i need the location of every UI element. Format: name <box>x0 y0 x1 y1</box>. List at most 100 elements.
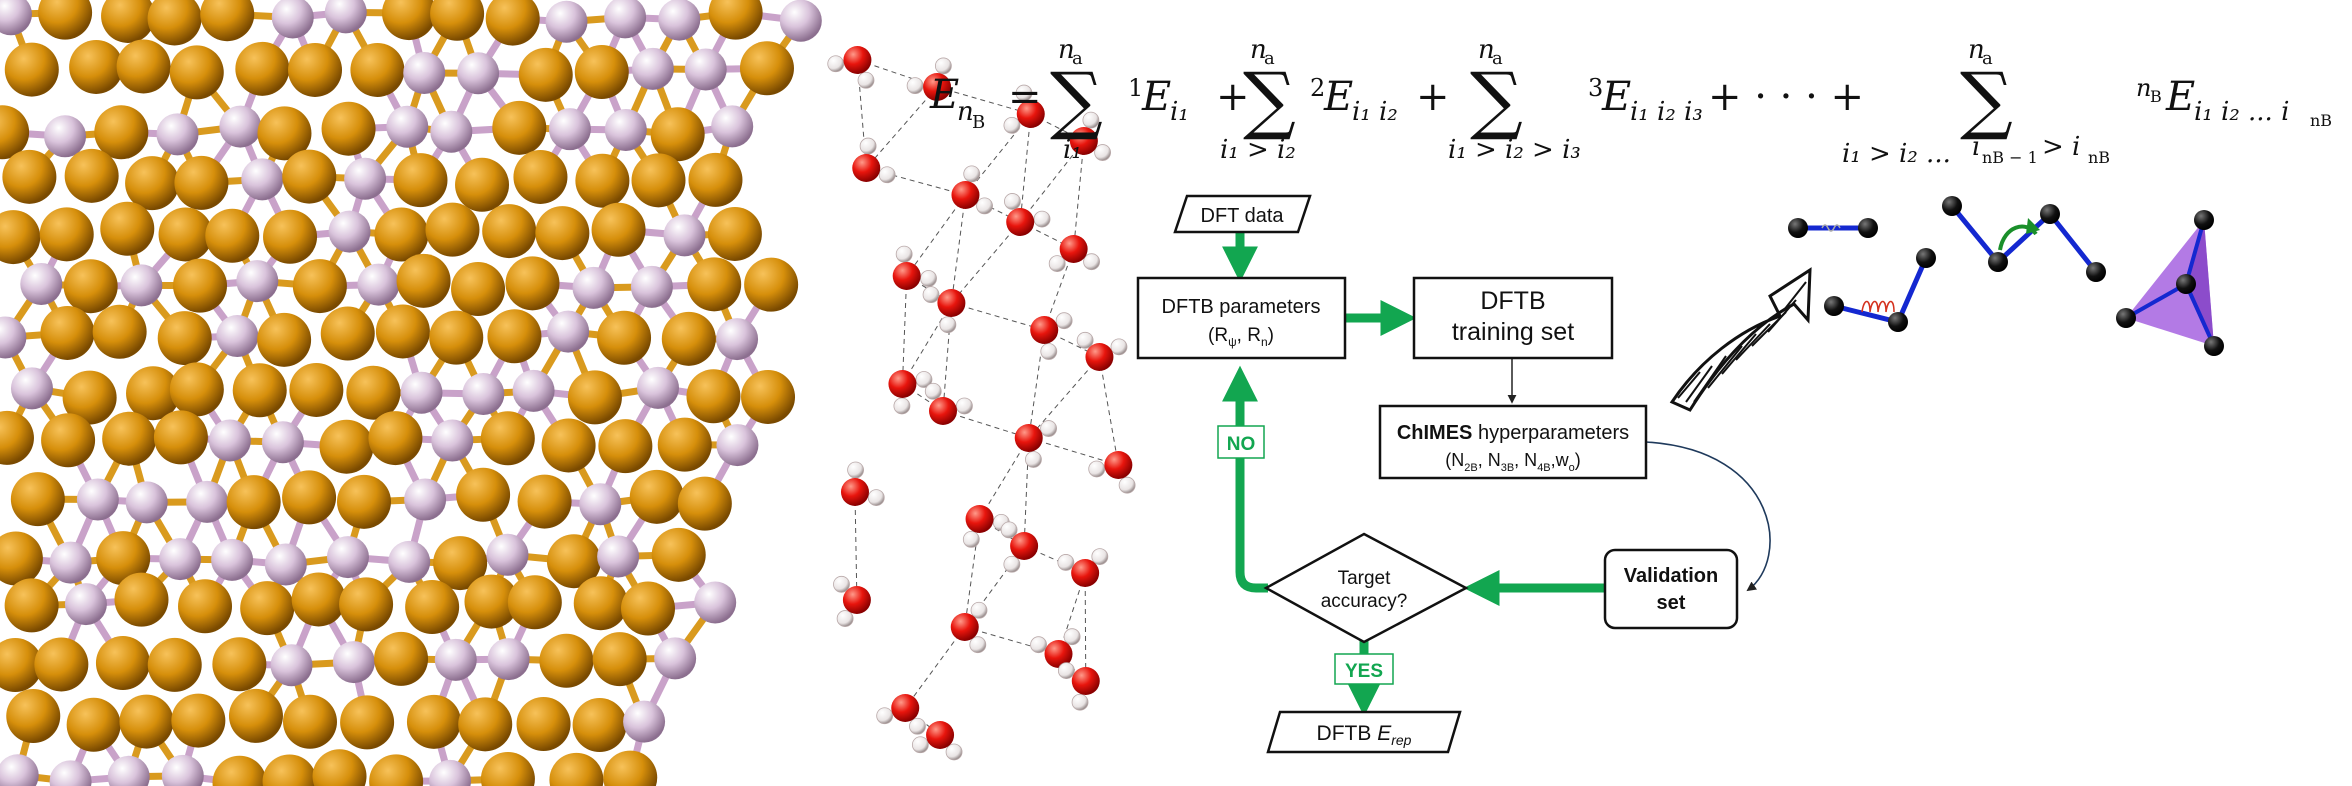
no-label: NO <box>1227 434 1256 455</box>
three-body-interaction-icon <box>1824 248 1936 332</box>
lavender-atom <box>49 760 92 786</box>
hydrogen-atom <box>924 382 942 400</box>
hydrogen-bond <box>865 86 938 169</box>
hydrogen-atom <box>1015 84 1033 102</box>
hydrogen-atom <box>1083 253 1101 271</box>
gold-atom <box>119 694 174 749</box>
oxygen-atom <box>1085 343 1114 371</box>
sumn-upper-sub: a <box>1982 48 1993 69</box>
gold-atom <box>66 697 121 752</box>
hydrogen-atom <box>1055 312 1073 330</box>
gold-atom <box>62 370 117 425</box>
sum1-symbol: ∑ <box>1050 57 1103 143</box>
sum3-symbol: ∑ <box>1470 57 1523 143</box>
oxygen-atom <box>1006 208 1035 236</box>
gold-atom <box>505 256 560 311</box>
dft-data-node <box>1173 194 1312 234</box>
sum1-upper-sub: a <box>1072 48 1083 69</box>
training-set-line2: training set <box>1452 318 1574 346</box>
hydrogen-bond <box>979 437 1030 520</box>
eq-lhs-E: E <box>929 72 959 118</box>
gold-atom <box>212 755 267 786</box>
eq-lhs-subsub: B <box>972 112 985 133</box>
gold-atom <box>282 149 337 204</box>
hydrogen-atom <box>969 636 987 654</box>
hydrogen-bond <box>854 491 858 601</box>
oxygen-atom <box>950 613 979 641</box>
hydrogen-bond <box>904 626 966 709</box>
gold-atom <box>173 258 228 313</box>
lavender-atom <box>270 644 313 687</box>
gold-atom <box>282 694 337 749</box>
dftb-parameters-args: (Rψ, Rn) <box>1208 325 1274 349</box>
sumn-lower-b: i <box>1972 132 1980 162</box>
hydrogen-atom <box>836 610 854 627</box>
gold-atom <box>369 754 424 786</box>
oxygen-atom <box>1016 100 1045 128</box>
oxygen-atom <box>891 694 920 722</box>
oxygen-atom <box>1069 127 1098 155</box>
gold-atom <box>517 474 572 529</box>
lavender-atom <box>486 533 529 576</box>
gold-atom <box>178 579 233 634</box>
gold-atom <box>374 631 429 686</box>
gold-atom <box>393 153 448 208</box>
oxygen-atom <box>965 505 994 533</box>
t2-sup: 2 <box>1310 74 1325 102</box>
gold-atom <box>147 0 202 46</box>
hydrogen-atom <box>963 165 981 183</box>
lavender-atom <box>604 0 647 39</box>
gold-atom <box>226 475 281 530</box>
hydrogen-atom <box>1003 116 1021 134</box>
gold-atom <box>567 370 622 425</box>
hydrogen-bond <box>1028 356 1100 439</box>
lavender-atom <box>403 52 446 95</box>
lavender-atom <box>332 641 375 684</box>
lavender-atom <box>429 759 472 786</box>
sum2-upper: n <box>1250 35 1267 65</box>
gold-atom <box>337 474 392 529</box>
lavender-atom <box>344 157 387 200</box>
hydrogen-atom <box>1071 693 1089 711</box>
lavender-atom <box>684 48 727 91</box>
gold-atom <box>69 39 124 94</box>
gold-atom <box>741 369 796 424</box>
hydrogen-atom <box>895 245 913 263</box>
sumn-symbol: ∑ <box>1960 57 2013 143</box>
hydrogen-atom <box>1076 331 1094 349</box>
gold-atom <box>63 259 118 314</box>
hydrogen-atom <box>876 707 894 725</box>
lavender-atom <box>388 540 431 583</box>
gold-atom <box>169 362 224 417</box>
lavender-atom <box>430 110 473 153</box>
lavender-atom <box>604 108 647 151</box>
lavender-atom <box>457 52 500 95</box>
gold-atom <box>456 467 511 522</box>
training-set-line1: DFTB <box>1480 287 1545 315</box>
hydrogen-atom <box>915 371 933 388</box>
tn-sup: n <box>2136 74 2151 102</box>
hydrogen-atom <box>906 77 924 95</box>
lavender-atom <box>631 47 674 90</box>
hydrogen-atom <box>1025 451 1042 468</box>
gold-atom <box>64 148 119 203</box>
crystal-slab-illustration <box>0 0 822 786</box>
hydrogen-atom <box>945 743 963 761</box>
hydrogen-atom <box>1048 255 1066 273</box>
lavender-atom <box>10 367 53 410</box>
lavender-atom <box>663 214 706 257</box>
gold-atom <box>430 0 485 41</box>
gold-atom <box>288 42 343 97</box>
lavender-atom <box>548 108 591 151</box>
sumn-lower-c-sub: nB <box>2088 148 2110 167</box>
gold-atom <box>6 689 61 744</box>
hydrogen-atom <box>847 461 865 479</box>
gold-atom <box>125 156 180 211</box>
t2-sub: i₁ i₂ <box>1352 97 1398 127</box>
gold-atom <box>319 419 374 474</box>
gold-atom <box>516 696 571 751</box>
lavender-atom <box>658 0 701 41</box>
sum1-lower: i₁ <box>1063 135 1082 165</box>
hydrogen-atom <box>1094 144 1111 161</box>
